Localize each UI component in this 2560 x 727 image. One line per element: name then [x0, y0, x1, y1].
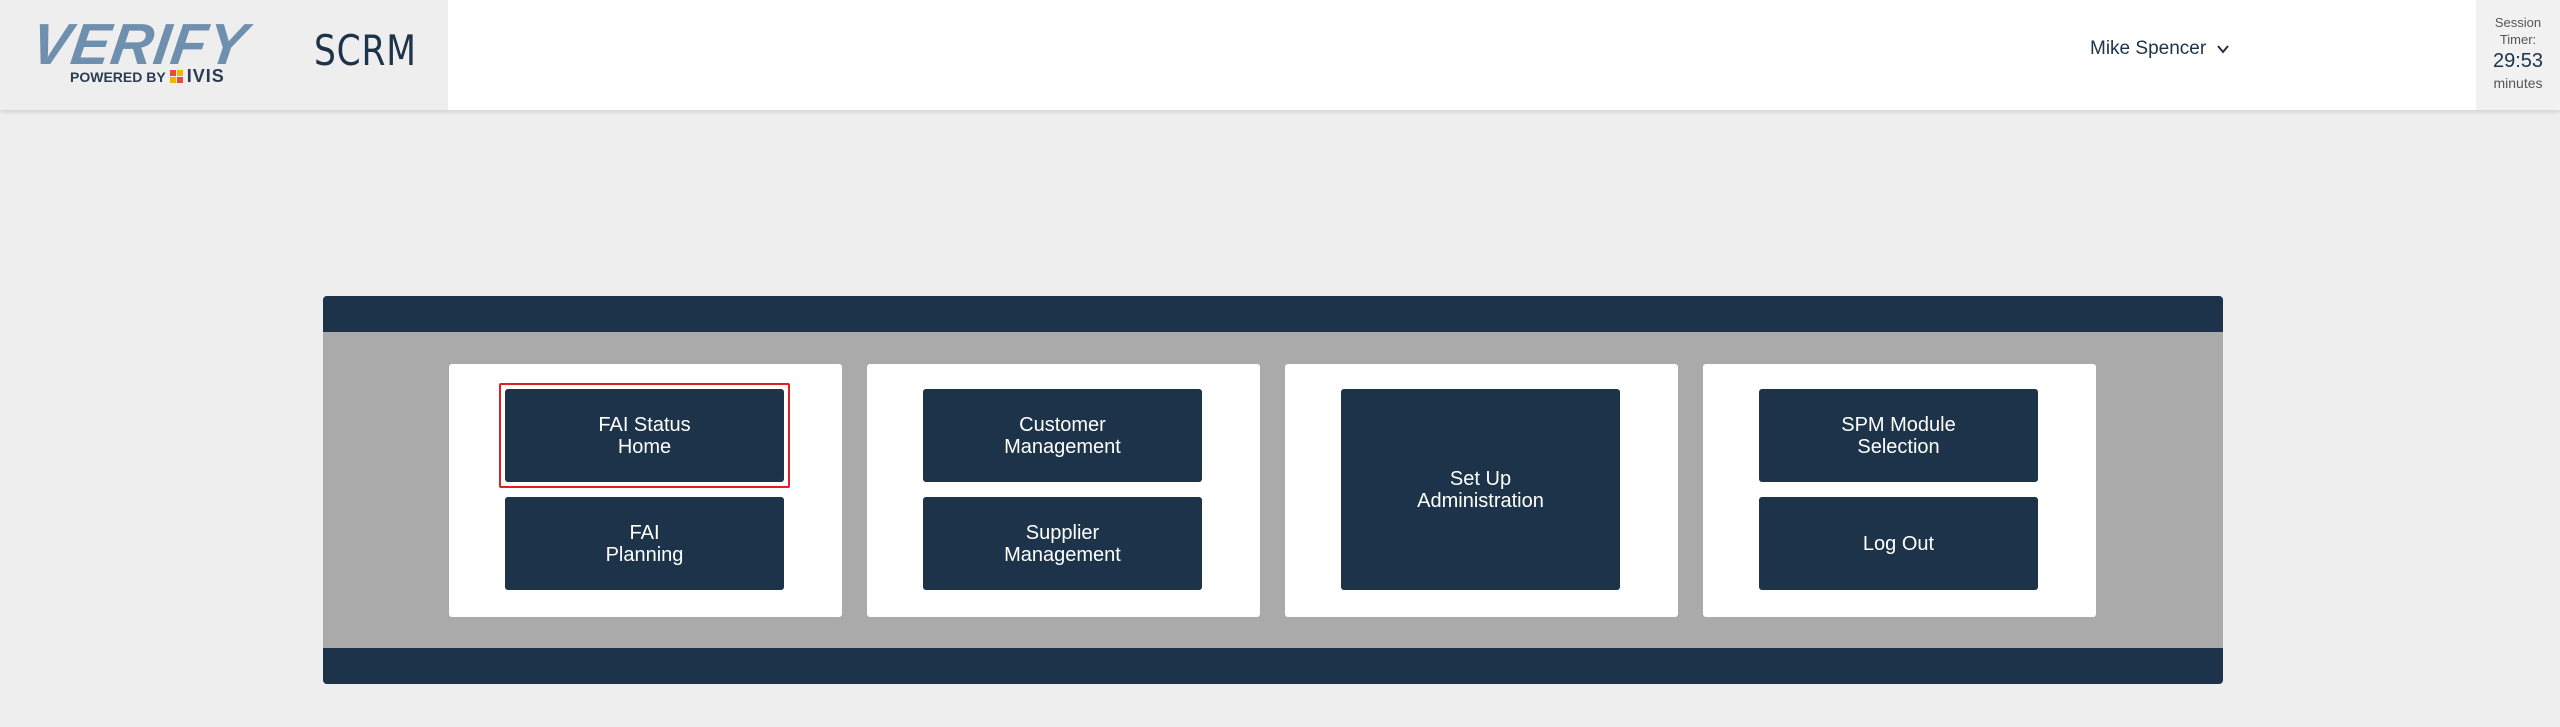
fai-planning-button[interactable]: FAI Planning	[505, 497, 784, 590]
log-out-button[interactable]: Log Out	[1759, 497, 2038, 590]
fai-status-home-button[interactable]: FAI Status Home	[505, 389, 784, 482]
session-timer: Session Timer: 29:53 minutes	[2476, 0, 2560, 110]
brand-area: VERIFY POWERED BY IVIS SCRM	[0, 0, 448, 110]
verify-logo[interactable]: VERIFY POWERED BY IVIS	[28, 12, 270, 87]
session-label-1: Session	[2494, 15, 2542, 30]
logo-powered-text: POWERED BY	[70, 68, 166, 85]
module-panel: FAI Status Home FAI Planning Customer Ma…	[323, 296, 2223, 684]
session-time: 29:53	[2492, 50, 2544, 72]
supplier-management-button[interactable]: Supplier Management	[923, 497, 1202, 590]
user-name: Mike Spencer	[2090, 38, 2207, 59]
card-management: Customer Management Supplier Management	[867, 364, 1260, 617]
spm-module-selection-button[interactable]: SPM Module Selection	[1759, 389, 2038, 482]
app-title: SCRM	[314, 26, 417, 75]
logo-powered-by: POWERED BY IVIS	[70, 66, 225, 87]
session-unit: minutes	[2493, 75, 2543, 91]
logo-ivis-text: IVIS	[186, 66, 225, 86]
panel-bottom-bar	[323, 648, 2223, 684]
customer-management-button[interactable]: Customer Management	[923, 389, 1202, 482]
user-menu[interactable]: Mike Spencer	[2090, 38, 2230, 60]
setup-administration-button[interactable]: Set Up Administration	[1341, 389, 1620, 590]
top-header: VERIFY POWERED BY IVIS SCRM Mike Spencer…	[0, 0, 2560, 110]
ivis-mark-icon	[169, 70, 183, 83]
card-setup: Set Up Administration	[1285, 364, 1678, 617]
session-label-2: Timer:	[2499, 32, 2537, 47]
panel-top-bar	[323, 296, 2223, 332]
card-fai: FAI Status Home FAI Planning	[449, 364, 842, 617]
chevron-down-icon	[2217, 45, 2229, 54]
card-spm: SPM Module Selection Log Out	[1703, 364, 2096, 617]
